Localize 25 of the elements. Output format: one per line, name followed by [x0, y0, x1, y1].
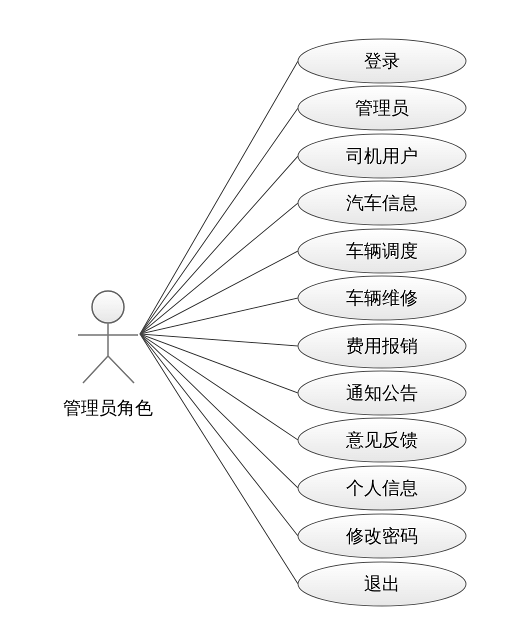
association-line — [140, 156, 298, 334]
association-line — [140, 334, 298, 584]
use-case-ellipse: 管理员 — [297, 85, 467, 131]
use-case-ellipse: 意见反馈 — [297, 417, 467, 463]
use-case-ellipse: 车辆维修 — [297, 275, 467, 321]
use-case-ellipse: 登录 — [297, 38, 467, 84]
association-line — [140, 334, 298, 488]
association-line — [140, 334, 298, 394]
use-case-ellipse: 修改密码 — [297, 513, 467, 559]
association-line — [140, 298, 298, 334]
use-case-ellipse: 费用报销 — [297, 323, 467, 369]
use-case-ellipse: 个人信息 — [297, 465, 467, 511]
use-case-ellipse: 司机用户 — [297, 133, 467, 179]
association-line — [140, 60, 298, 334]
association-line — [140, 108, 298, 334]
use-case-ellipse: 车辆调度 — [297, 228, 467, 274]
association-line — [140, 334, 298, 346]
association-line — [140, 250, 298, 334]
actor-label: 管理员角色 — [63, 397, 153, 421]
use-case-ellipse: 通知公告 — [297, 370, 467, 416]
association-line — [140, 334, 298, 440]
use-case-ellipse: 汽车信息 — [297, 180, 467, 226]
association-line — [140, 334, 298, 536]
use-case-ellipse: 退出 — [297, 561, 467, 607]
association-line — [140, 202, 298, 334]
